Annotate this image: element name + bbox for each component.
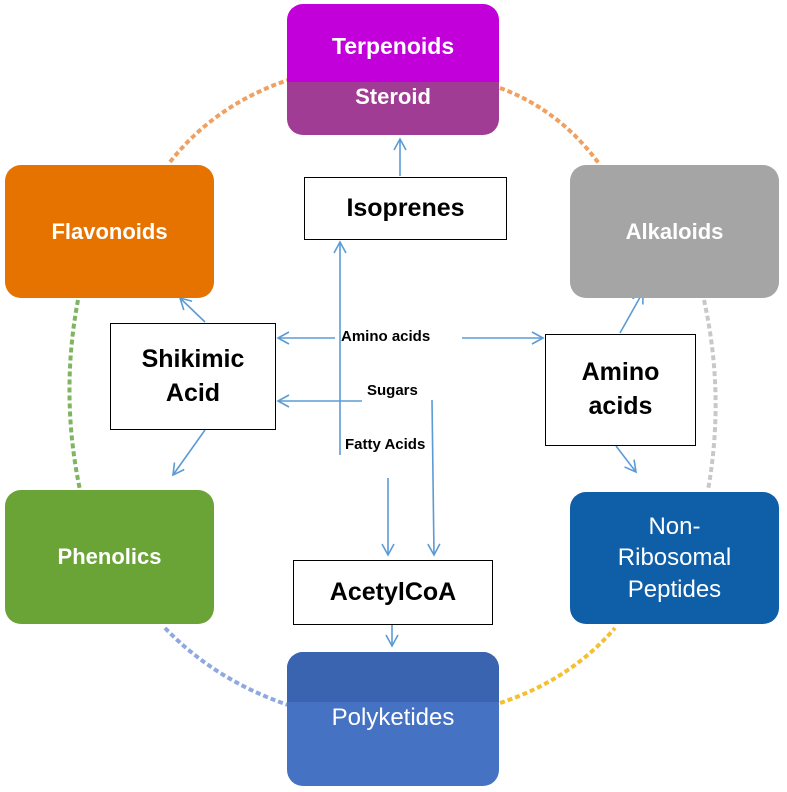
ring-arc-bottom-right — [499, 626, 617, 705]
ring-arc-right — [702, 299, 718, 491]
arrows — [172, 137, 644, 648]
arrow-sugars-to-acetylcoa — [427, 399, 441, 557]
label-fatty-acids: Fatty Acids — [345, 436, 426, 453]
box-acetylcoa: AcetylCoA — [293, 560, 493, 625]
terpenoids-top: Terpenoids — [287, 4, 499, 82]
polyketides-top-band — [287, 652, 499, 702]
box-amino-acids: Amino acids — [545, 334, 696, 446]
node-terpenoids: Terpenoids Steroid — [287, 4, 499, 135]
ring-arc-top-right — [499, 86, 602, 167]
ring-arc-top-left — [168, 78, 289, 164]
node-alkaloids: Alkaloids — [570, 165, 779, 298]
label-amino-acids: Amino acids — [341, 328, 431, 345]
label-sugars: Sugars — [367, 382, 418, 399]
polyketides-label: Polyketides — [331, 704, 455, 731]
ring-arc-left — [67, 299, 82, 491]
node-non-ribosomal-peptides: Non- Ribosomal Peptides — [570, 492, 779, 624]
arrow-aminoacids-to-alkaloids — [619, 290, 644, 334]
arrow-shikimic-to-flavonoids — [178, 296, 206, 323]
node-phenolics: Phenolics — [5, 490, 214, 624]
box-isoprenes: Isoprenes — [304, 177, 507, 240]
arrow-aminoacids-to-nrps — [615, 445, 638, 474]
node-polyketides: Polyketides — [287, 652, 499, 786]
arrow-shikimic-to-phenolics — [172, 429, 206, 477]
ring-arc-bottom-left — [163, 626, 289, 707]
box-shikimic-acid: Shikimic Acid — [110, 323, 276, 430]
steroid-bottom: Steroid — [287, 82, 499, 135]
node-flavonoids: Flavonoids — [5, 165, 214, 298]
ring — [67, 78, 718, 707]
